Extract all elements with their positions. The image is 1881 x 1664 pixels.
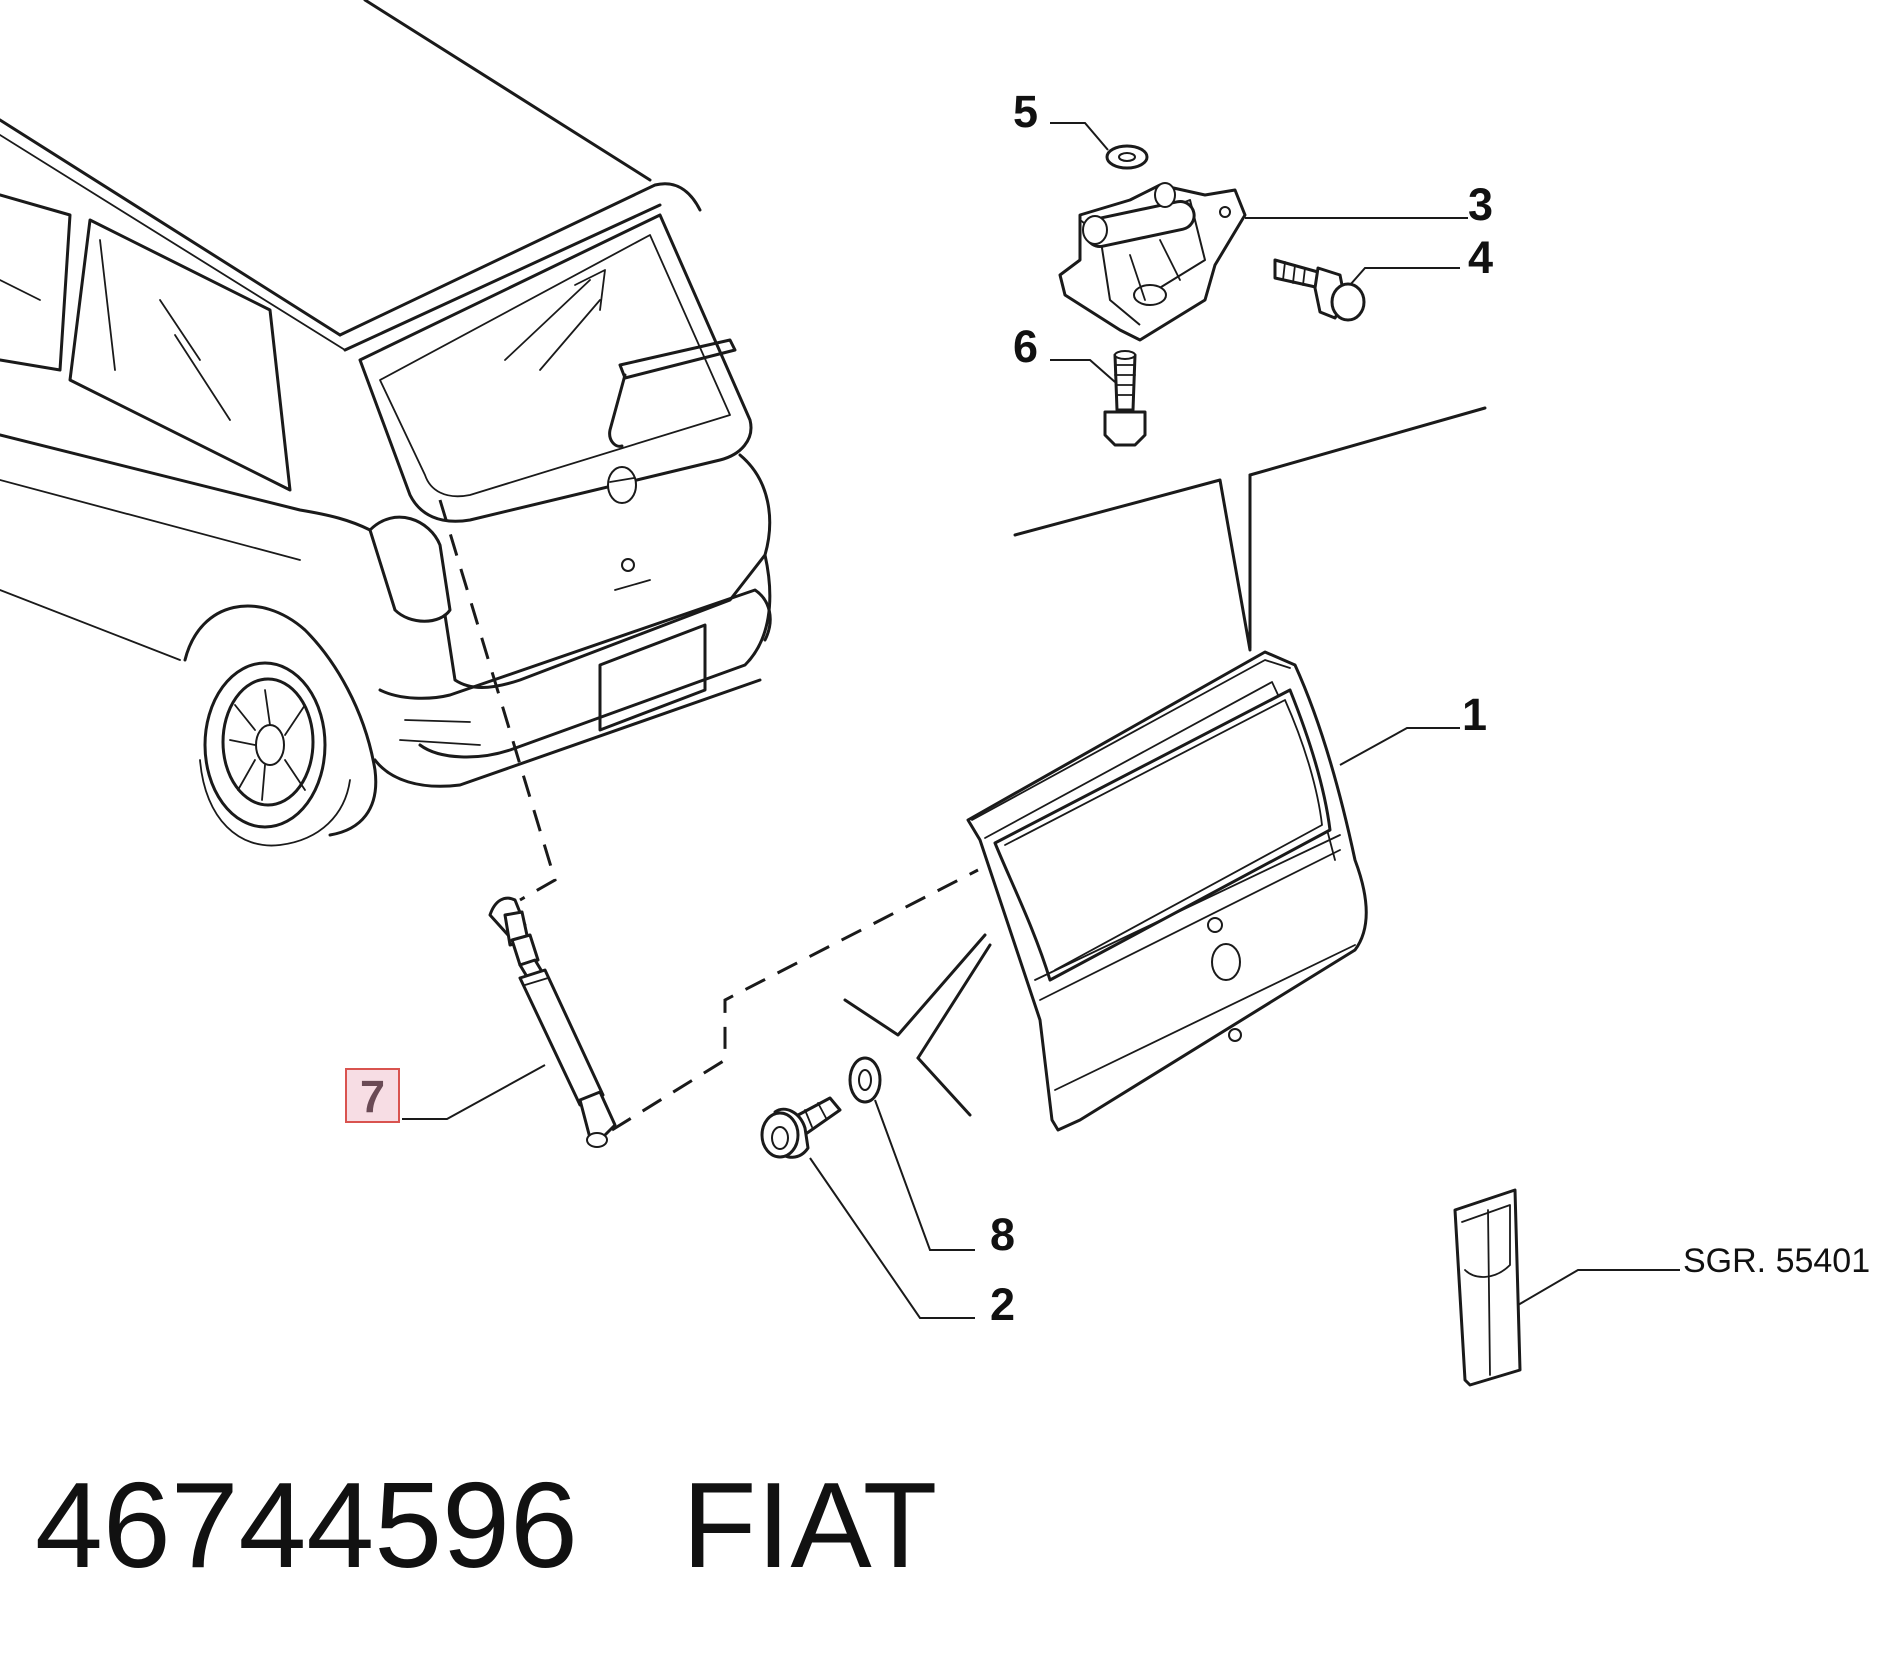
callout-3[interactable]: 3 (1468, 179, 1493, 230)
callout-8[interactable]: 8 (990, 1209, 1015, 1260)
sgr-reference-label[interactable]: SGR. 55401 (1683, 1242, 1870, 1280)
brand-name: FIAT (682, 1457, 937, 1593)
callout-6[interactable]: 6 (1013, 321, 1038, 372)
callout-2[interactable]: 2 (990, 1279, 1015, 1330)
stud-and-washer (760, 1056, 882, 1159)
callout-1[interactable]: 1 (1462, 689, 1487, 740)
callout-4[interactable]: 4 (1468, 232, 1493, 283)
reference-lines (843, 406, 1487, 1117)
callout-5[interactable]: 5 (1013, 86, 1038, 137)
gas-strut (488, 896, 617, 1148)
callout-7-highlight (345, 1068, 400, 1123)
strut-mount-path (438, 499, 557, 902)
hinge-assembly (1058, 144, 1366, 447)
tailgate-mount-path (611, 868, 979, 1132)
part-number: 46744596 (35, 1457, 578, 1593)
tailgate (966, 650, 1368, 1132)
leader-lines (402, 122, 1680, 1319)
trim-panel (1453, 1188, 1522, 1387)
car-illustration (0, 0, 772, 847)
callout-7[interactable]: 7 (360, 1071, 385, 1122)
